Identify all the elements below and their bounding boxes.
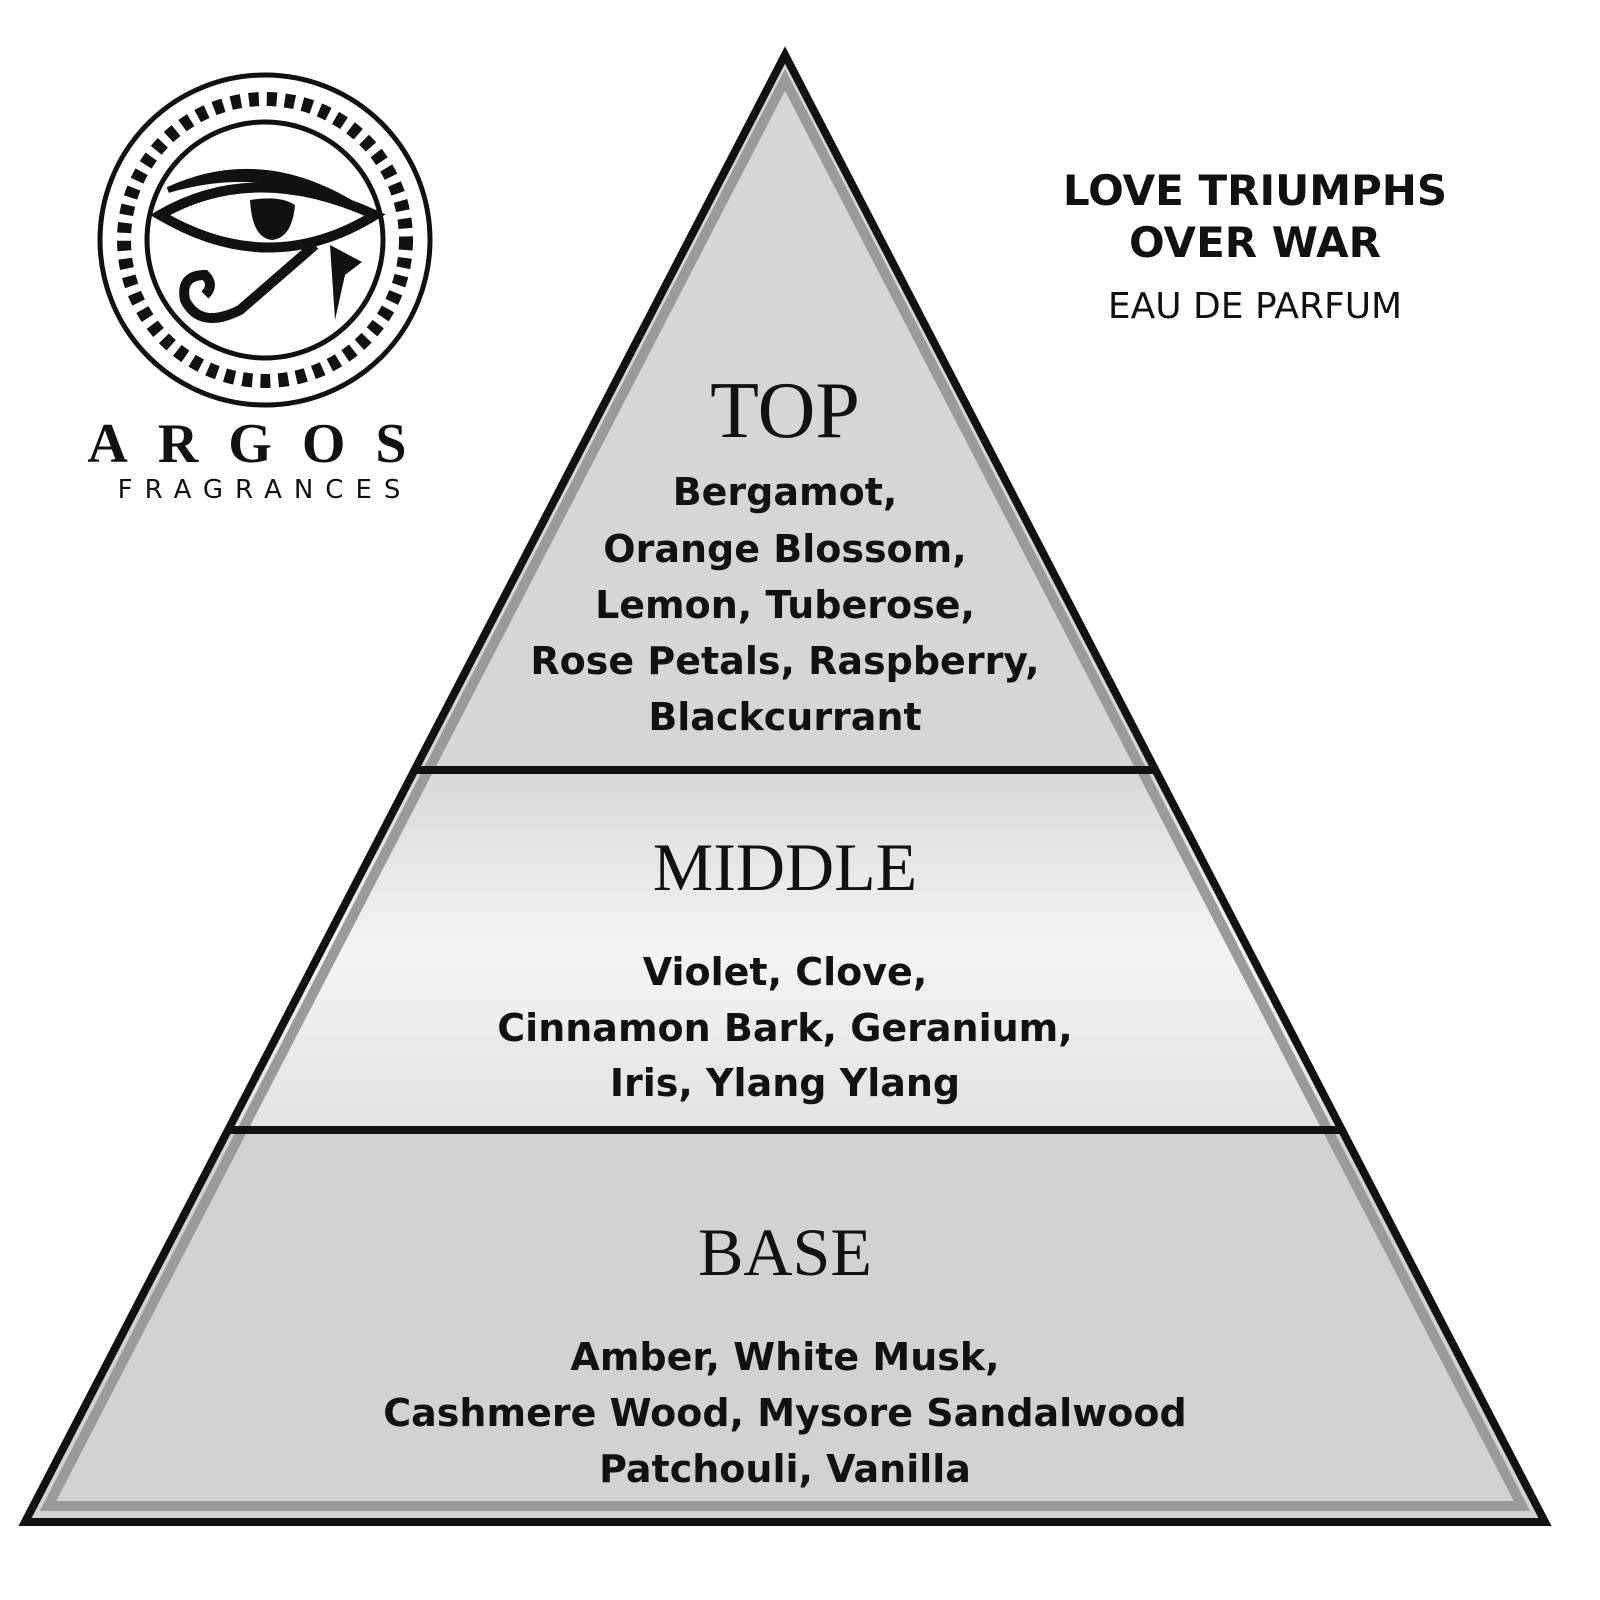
greek-key-border [117, 92, 413, 388]
middle-note: Iris, Ylang Ylang [610, 1061, 960, 1105]
base-tier [25, 1130, 1545, 1522]
base-note: Cashmere Wood, Mysore Sandalwood [383, 1391, 1186, 1435]
brand-logo [97, 72, 433, 408]
top-note: Orange Blossom, [603, 527, 966, 571]
inner-edge [39, 69, 1531, 1511]
base-note: Amber, White Musk, [570, 1335, 999, 1379]
middle-label: MIDDLE [653, 829, 917, 905]
top-label: TOP [710, 367, 860, 455]
brand-subtitle: FRAGRANCES [118, 475, 413, 505]
base-note: Patchouli, Vanilla [599, 1447, 971, 1491]
product-type: EAU DE PARFUM [1108, 286, 1402, 327]
top-note: Blackcurrant [648, 695, 921, 739]
product-title-line1: LOVE TRIUMPHS [1063, 166, 1447, 215]
pyramid-outline [18, 46, 1552, 1526]
middle-note: Cinnamon Bark, Geranium, [497, 1006, 1072, 1050]
brand-name: ARGOS [87, 413, 436, 475]
top-note: Bergamot, [673, 470, 898, 514]
eye-of-horus-icon [150, 168, 386, 323]
top-note: Lemon, Tuberose, [595, 583, 975, 627]
middle-note: Violet, Clove, [643, 950, 928, 994]
top-note: Rose Petals, Raspberry, [530, 639, 1039, 683]
base-label: BASE [698, 1214, 872, 1290]
product-title-line2: OVER WAR [1129, 218, 1381, 267]
